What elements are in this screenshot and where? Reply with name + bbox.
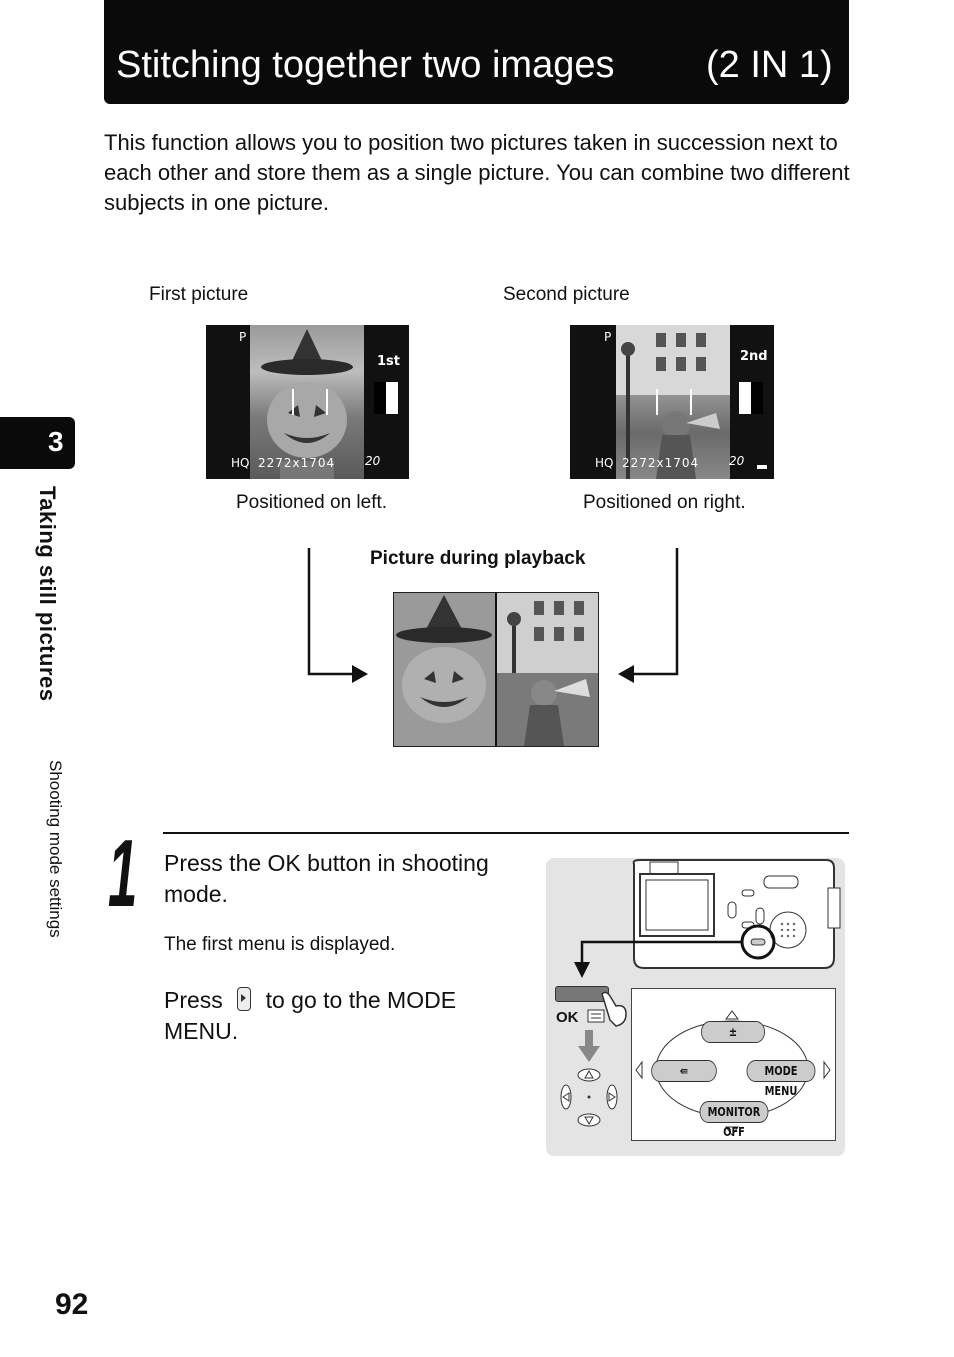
section-subtitle: Shooting mode settings [46,760,65,938]
monitor-off-button[interactable]: MONITOR OFF [699,1101,769,1139]
second-picture-lcd: P 2nd HQ 2272x1704 20 [570,325,774,479]
step-divider [163,832,849,834]
resolution-indicator: 2272x1704 [622,456,700,470]
exposure-icon: ± [728,1025,738,1039]
quality-indicator: HQ [595,456,614,470]
image-quality-button[interactable]: ⇚ [651,1060,717,1082]
press-text: Press [164,987,223,1013]
press-target-text: to go to the MODE MENU. [164,987,457,1044]
first-photo [250,325,364,479]
step-note: The first menu is displayed. [164,934,396,955]
shots-remaining: 20 [729,454,745,468]
af-target-mark-icon [292,389,328,415]
battery-icon [757,465,767,469]
af-target-mark-icon [656,389,692,415]
playback-combined-image [393,592,599,747]
mode-indicator: P [604,330,612,344]
down-arrow-icon [578,1030,600,1062]
camera-back-icon [574,859,841,978]
exposure-compensation-button[interactable]: ± [701,1021,765,1043]
quality-indicator: HQ [231,456,250,470]
arrow-connectors-icon [307,548,679,683]
intro-paragraph: This function allows you to position two… [104,130,850,215]
shots-remaining: 20 [365,454,381,468]
first-picture-caption: Positioned on left. [236,492,388,513]
quality-icon: ⇚ [679,1064,689,1078]
chapter-number: 3 [48,426,64,457]
ok-label: OK [556,1009,579,1026]
second-picture-caption: Positioned on right. [583,492,746,513]
pumpkin-figure-icon [261,329,353,479]
second-picture-label: Second picture [503,284,630,305]
page-number: 92 [55,1288,89,1321]
playback-label: Picture during playback [370,548,586,569]
left-half-indicator-icon [374,382,398,414]
pointing-hand-icon [587,991,627,1027]
picture-order-tag: 2nd [740,349,768,364]
step-press-instruction: Press to go to the MODE MENU. [164,985,504,1047]
resolution-indicator: 2272x1704 [258,456,336,470]
first-picture-lcd: P 1st HQ 2272x1704 20 [206,325,409,479]
first-picture-label: First picture [149,284,249,305]
mode-indicator: P [239,330,247,344]
chapter-tab [0,417,75,469]
right-half-indicator-icon [739,382,763,414]
step-number: 1 [108,820,138,927]
right-arrow-button-icon [237,987,252,1011]
picture-order-tag: 1st [377,354,400,369]
chapter-title: Taking still pictures [35,486,60,702]
direction-pad-icon [560,1068,618,1127]
title-bar [104,0,849,104]
first-menu-screen: ± ⇚ MODE MENU MONITOR OFF [631,988,836,1141]
page-title-suffix: (2 IN 1) [706,44,833,86]
mode-menu-button[interactable]: MODE MENU [746,1060,816,1098]
page-title: Stitching together two images [116,44,615,86]
second-photo [616,325,730,479]
step-instruction: Press the OK button in shooting mode. [164,850,489,907]
trumpeter-figure-icon [616,325,730,479]
